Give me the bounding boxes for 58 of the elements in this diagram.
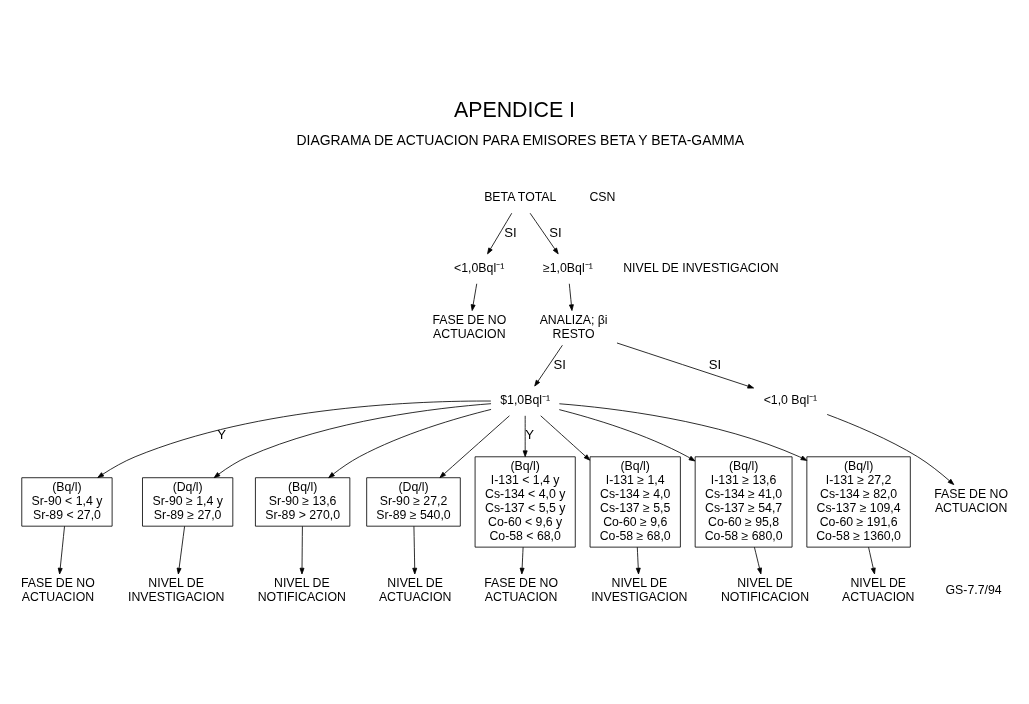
diagram-title: APENDICE I: [454, 97, 575, 122]
node-text: NIVEL DE NOTIFICACION: [720, 575, 810, 604]
arrow: [439, 414, 510, 478]
edge-label: Y: [217, 426, 227, 442]
node-text: FASE DE NO ACTUACION: [21, 575, 95, 604]
arrow: [299, 525, 305, 574]
node-box: (Bq/l) I-131 ≥ 13,6 Cs-134 ≥ 41,0 Cs-137 ≥ 54,7 Co-60 ≥ 95,8 Co-58 ≥ 680,0: [694, 455, 793, 548]
node-text: ANALIZA; βi RESTO: [539, 312, 608, 341]
label: NIVEL DE INVESTIGACION: [623, 260, 779, 275]
node-text: NIVEL DE ACTUACION: [378, 575, 452, 604]
arrow: [213, 402, 492, 478]
arrow: [616, 342, 755, 389]
arrow: [534, 344, 563, 386]
arrow: [540, 414, 591, 461]
node-text: <1,0Bql⁻¹: [454, 260, 505, 275]
arrow: [754, 546, 762, 574]
arrow: [519, 546, 525, 574]
node-text: FASE DE NO ACTUACION: [484, 575, 558, 604]
node-box: (Bq/l) I-131 < 1,4 y Cs-134 < 4,0 y Cs-137 < 5,5 y Co-60 < 9,6 y Co-58 < 68,0: [474, 455, 576, 548]
node-text: ≥1,0Bql⁻¹: [543, 260, 593, 275]
node-text: $1,0Bql⁻¹: [500, 392, 551, 407]
arrow: [558, 402, 808, 461]
node-text: FASE DE NO ACTUACION: [432, 312, 507, 341]
node-text: NIVEL DE ACTUACION: [842, 575, 915, 604]
arrow: [97, 400, 492, 478]
arrow: [529, 212, 559, 254]
edge-label: Y: [525, 426, 535, 442]
arrow: [522, 414, 528, 457]
arrow: [412, 525, 418, 574]
arrow: [328, 408, 492, 478]
node-box: (Dq/l) Sr-90 ≥ 1,4 y Sr-89 ≥ 27,0: [142, 476, 234, 527]
label: DIAGRAMA DE ACTUACION PARA EMISORES BETA Y BETA-GAMMA: [296, 131, 745, 148]
node-text: FASE DE NO ACTUACION: [934, 486, 1008, 515]
node-text: NIVEL DE NOTIFICACION: [257, 575, 346, 604]
node-text: NIVEL DE INVESTIGACION: [127, 575, 225, 604]
node-text: BETA TOTAL: [484, 189, 557, 204]
node-box: (Bq/l) I-131 ≥ 1,4 Cs-134 ≥ 4,0 Cs-137 ≥ 5,5 Co-60 ≥ 9,6 Co-58 ≥ 68,0: [589, 455, 681, 548]
node-text: NIVEL DE INVESTIGACION: [591, 575, 688, 604]
edge-label: SI: [549, 224, 562, 240]
label: CSN: [589, 189, 616, 204]
node-box: (Bq/l) Sr-90 ≥ 13,6 Sr-89 > 270,0: [255, 476, 351, 527]
edge-label: SI: [553, 356, 566, 372]
arrow: [176, 525, 185, 574]
edge-label: SI: [708, 356, 722, 372]
arrow: [487, 212, 513, 254]
arrow: [470, 282, 478, 311]
node-box: (Bq/l) Sr-90 < 1,4 y Sr-89 < 27,0: [21, 476, 113, 527]
node-box: (Bq/l) I-131 ≥ 27,2 Cs-134 ≥ 82,0 Cs-137 ≥ 109,4 Co-60 ≥ 191,6 Co-58 ≥ 1360,0: [806, 455, 911, 548]
arrow: [868, 546, 876, 574]
node-text: <1,0 Bql⁻¹: [763, 392, 818, 407]
label: GS-7.7/94: [945, 582, 1002, 597]
arrow: [57, 525, 65, 574]
node-box: (Dq/l) Sr-90 ≥ 27,2 Sr-89 ≥ 540,0: [366, 476, 461, 527]
arrow: [635, 546, 641, 574]
arrow: [826, 413, 955, 485]
arrow: [568, 282, 574, 311]
arrow: [558, 408, 696, 461]
edge-label: SI: [504, 224, 517, 240]
